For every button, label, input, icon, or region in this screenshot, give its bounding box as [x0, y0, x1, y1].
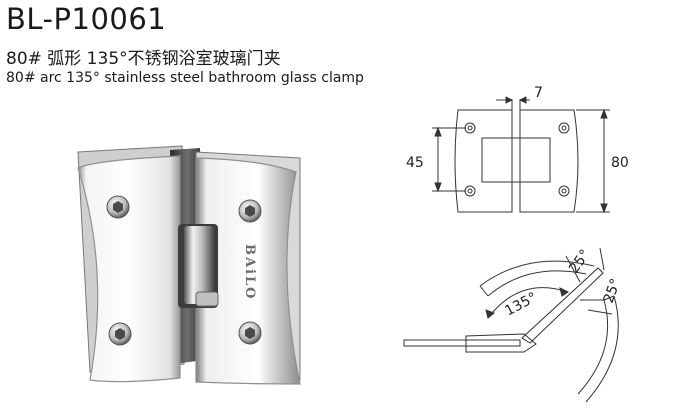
- angle-clamp-body: [465, 333, 537, 353]
- angle-label-135: 135°: [502, 290, 539, 320]
- clamp-left-plate: [77, 155, 181, 383]
- angle-label-25-lower: 25°: [601, 277, 625, 306]
- dim-label-80: 80: [611, 155, 629, 171]
- angle-glass-diagonal: [521, 267, 604, 344]
- product-title-chinese: 80# 弧形 135°不锈钢浴室玻璃门夹: [6, 49, 281, 69]
- screw-icon: [108, 322, 132, 346]
- front-right-plate: [519, 109, 579, 213]
- dim-label-7: 7: [534, 85, 543, 101]
- hinge-pivot: [178, 224, 219, 308]
- angle-glass-horizontal: [403, 339, 521, 347]
- clamp-right-plate: [195, 157, 301, 385]
- front-center-slot: [481, 137, 551, 183]
- brand-mark: BAiLO: [242, 244, 257, 300]
- screw-icon: [238, 199, 262, 223]
- dim-label-45: 45: [406, 155, 424, 171]
- product-title-english: 80# arc 135° stainless steel bathroom gl…: [6, 70, 364, 86]
- front-left-plate: [454, 109, 513, 213]
- screw-icon: [238, 321, 262, 345]
- screw-icon: [106, 195, 130, 219]
- product-model: BL-P10061: [6, 2, 167, 36]
